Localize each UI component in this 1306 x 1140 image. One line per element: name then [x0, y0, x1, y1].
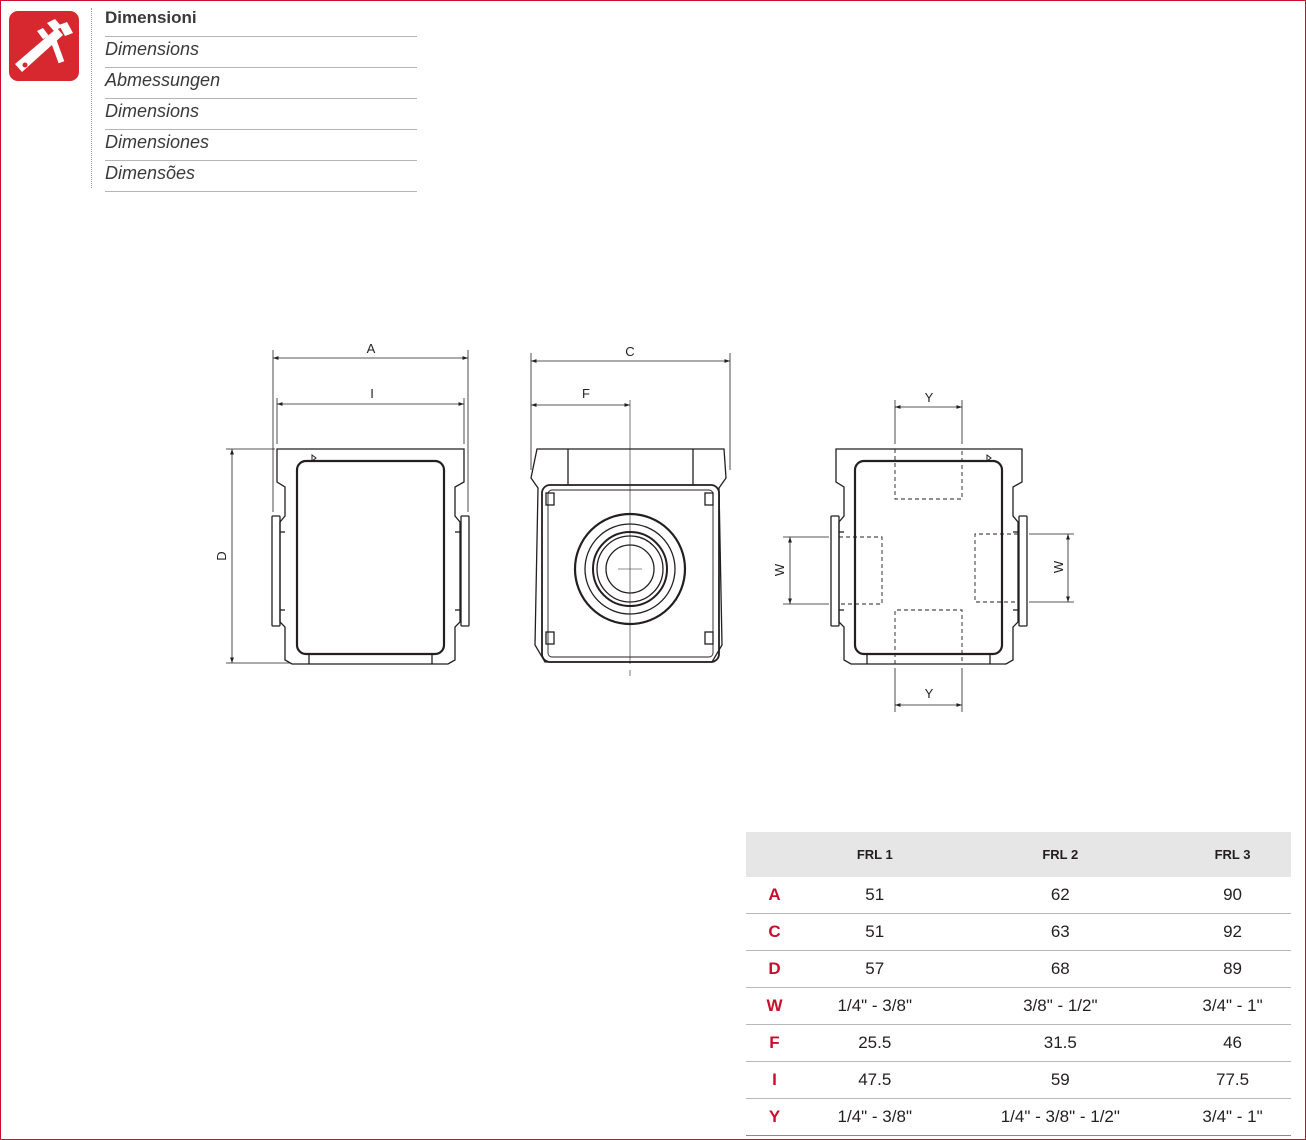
port-view [783, 400, 1074, 712]
front-view [226, 350, 470, 665]
table-cell: 31.5 [946, 1024, 1175, 1062]
table-row: F 25.5 31.5 46 [746, 1024, 1291, 1062]
table-cell: 57 [803, 950, 947, 988]
row-label: D [746, 950, 803, 988]
dim-label-c: C [625, 344, 634, 359]
table-row: A 51 62 90 [746, 877, 1291, 914]
column-header: FRL 3 [1174, 832, 1291, 877]
table-row: C 51 63 92 [746, 913, 1291, 951]
table-row: W 1/4" - 3/8" 3/8" - 1/2" 3/4" - 1" [746, 987, 1291, 1025]
table-cell: 3/4" - 1" [1174, 1098, 1291, 1136]
table-cell: 89 [1174, 950, 1291, 988]
table-cell: 25.5 [803, 1024, 947, 1062]
dim-label-f: F [582, 386, 590, 401]
table-cell: 59 [946, 1061, 1175, 1099]
title-english: Dimensions [105, 37, 417, 68]
side-view [530, 353, 731, 676]
table-cell: 3/4" - 1" [1174, 987, 1291, 1025]
row-label: Y [746, 1098, 803, 1136]
dim-label-w-right: W [1051, 560, 1066, 573]
table-cell: 51 [803, 913, 947, 951]
column-header: FRL 2 [946, 832, 1175, 877]
table-cell: 3/8" - 1/2" [946, 987, 1175, 1025]
table-cell: 77.5 [1174, 1061, 1291, 1099]
dim-label-w-left: W [772, 563, 787, 576]
title-french: Dimensions [105, 99, 417, 130]
table-cell: 51 [803, 877, 947, 914]
table-cell: 46 [1174, 1024, 1291, 1062]
table-cell: 62 [946, 877, 1175, 914]
row-label: C [746, 913, 803, 951]
table-row: Y 1/4" - 3/8" 1/4" - 3/8" - 1/2" 3/4" - … [746, 1098, 1291, 1136]
dim-label-a: A [367, 341, 376, 356]
dim-label-i: I [370, 386, 374, 401]
row-label: I [746, 1061, 803, 1099]
title-spanish: Dimensiones [105, 130, 417, 161]
dim-label-y-top: Y [925, 390, 934, 405]
caliper-icon [9, 11, 79, 81]
table-cell: 92 [1174, 913, 1291, 951]
column-header [746, 832, 803, 877]
dimensions-table: FRL 1 FRL 2 FRL 3 A 51 62 90 C 51 63 92 … [746, 832, 1291, 1136]
table-cell: 1/4" - 3/8" [803, 1098, 947, 1136]
title-portuguese: Dimensões [105, 161, 417, 192]
table-cell: 47.5 [803, 1061, 947, 1099]
row-label: W [746, 987, 803, 1025]
table-cell: 1/4" - 3/8" [803, 987, 947, 1025]
row-label: F [746, 1024, 803, 1062]
table-row: I 47.5 59 77.5 [746, 1061, 1291, 1099]
table-cell: 1/4" - 3/8" - 1/2" [946, 1098, 1175, 1136]
dim-label-d: D [214, 551, 229, 560]
dim-label-y-bottom: Y [925, 686, 934, 701]
table-cell: 90 [1174, 877, 1291, 914]
title-italian: Dimensioni [105, 6, 417, 37]
table-cell: 68 [946, 950, 1175, 988]
column-header: FRL 1 [803, 832, 947, 877]
header-separator [91, 8, 92, 188]
table-cell: 63 [946, 913, 1175, 951]
row-label: A [746, 877, 803, 914]
table-row: D 57 68 89 [746, 950, 1291, 988]
table-header-row: FRL 1 FRL 2 FRL 3 [746, 832, 1291, 877]
title-list: Dimensioni Dimensions Abmessungen Dimens… [105, 6, 417, 192]
title-german: Abmessungen [105, 68, 417, 99]
